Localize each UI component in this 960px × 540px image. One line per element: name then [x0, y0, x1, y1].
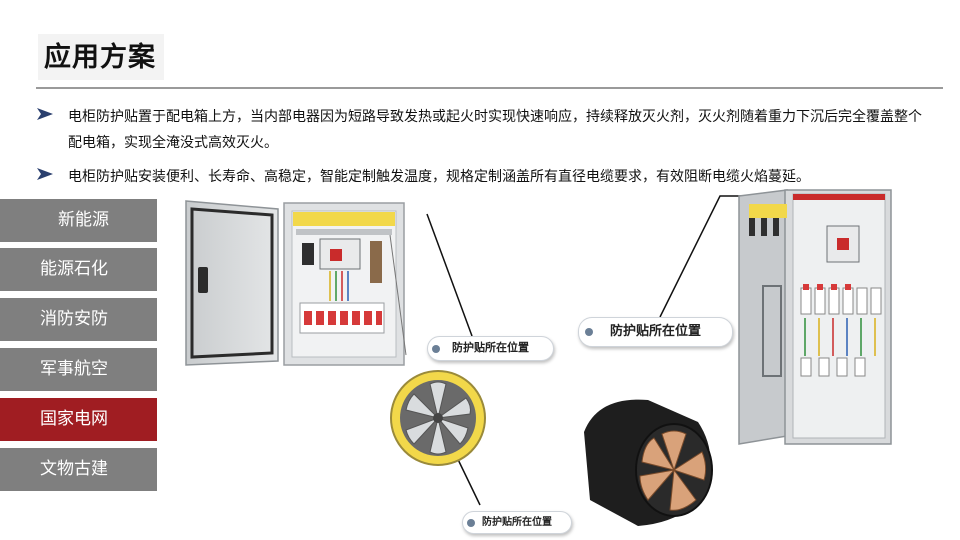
- nav-item-petrochemical[interactable]: 能源石化: [0, 248, 157, 291]
- callout-small-cabinet: 防护贴所在位置: [427, 336, 554, 361]
- cable-cross-section-image: [390, 370, 486, 466]
- nav-item-military-aviation[interactable]: 军事航空: [0, 348, 157, 391]
- bullet-item: 电柜防护贴置于配电箱上方，当内部电器因为短路导致发热或起火时实现快速响应，持续释…: [36, 104, 926, 158]
- page-title: 应用方案: [44, 42, 156, 73]
- nav-item-label: 能源石化: [40, 259, 108, 279]
- callout-label: 防护贴所在位置: [452, 341, 529, 354]
- callout-label: 防护贴所在位置: [609, 324, 701, 339]
- callout-dot-icon: [467, 518, 475, 527]
- small-cabinet-image: [185, 200, 407, 366]
- bullet-text: 电柜防护贴安装便利、长寿命、高稳定，智能定制触发温度，规格定制涵盖所有直径电缆要…: [68, 169, 810, 185]
- large-cabinet-image: [738, 189, 892, 445]
- nav-item-cultural-heritage[interactable]: 文物古建: [0, 448, 157, 491]
- callout-large-cabinet: 防护贴所在位置: [578, 317, 733, 347]
- callout-dot-icon: [432, 344, 440, 353]
- nav-item-new-energy[interactable]: 新能源: [0, 199, 157, 242]
- callout-dot-icon: [585, 328, 593, 336]
- title-divider: [36, 87, 943, 89]
- nav-item-state-grid[interactable]: 国家电网: [0, 398, 157, 441]
- title-background: [38, 34, 164, 80]
- nav-item-fire-security[interactable]: 消防安防: [0, 298, 157, 341]
- bullet-text: 电柜防护贴置于配电箱上方，当内部电器因为短路导致发热或起火时实现快速响应，持续释…: [68, 109, 922, 151]
- callout-cable: 防护贴所在位置: [462, 511, 572, 534]
- nav-item-label: 文物古建: [40, 459, 108, 479]
- nav-item-label: 新能源: [58, 210, 109, 230]
- callout-label: 防护贴所在位置: [482, 517, 552, 528]
- nav-item-label: 军事航空: [40, 359, 108, 379]
- arrow-bullet-icon: [37, 108, 53, 120]
- bullet-item: 电柜防护贴安装便利、长寿命、高稳定，智能定制触发温度，规格定制涵盖所有直径电缆要…: [36, 164, 926, 190]
- arrow-bullet-icon: [37, 168, 53, 180]
- cable-end-image: [584, 399, 713, 526]
- nav-item-label: 国家电网: [40, 409, 108, 429]
- nav-item-label: 消防安防: [40, 309, 108, 329]
